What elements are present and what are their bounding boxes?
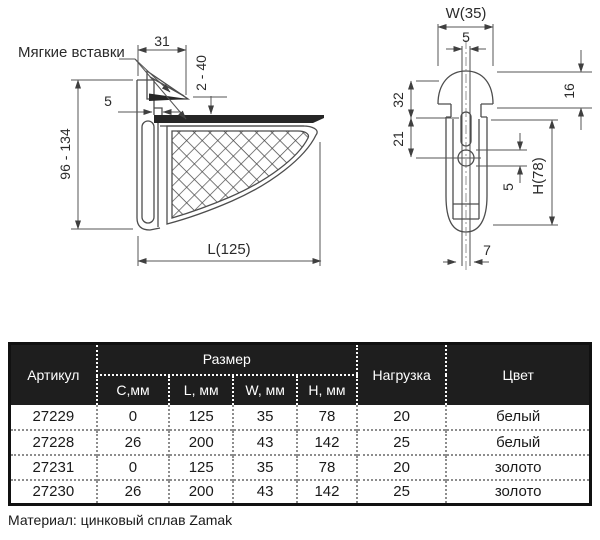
technical-drawing: Мягкие вставки 31 2 - 40 5 96 - 134 L(12… (18, 5, 592, 270)
dim-31-label: 31 (154, 33, 170, 49)
side-view-texts: Мягкие вставки 31 2 - 40 5 96 - 134 L(12… (18, 33, 251, 258)
callout-arrow-lower (134, 58, 187, 120)
table-row: 27231 0 125 35 78 20 золото (9, 453, 591, 480)
callout-arrow-upper (134, 58, 171, 93)
cell-c: 26 (95, 478, 170, 505)
dim-5-top-label: 5 (462, 29, 470, 45)
cell-article: 27228 (9, 428, 97, 455)
cell-h: 78 (296, 404, 357, 430)
cell-l: 200 (168, 478, 234, 505)
dim-7-label: 7 (483, 242, 491, 258)
spec-table-header: Артикул Размер Нагрузка Цвет C,мм L, мм … (9, 343, 591, 405)
upper-jaw-inner-line (149, 76, 185, 97)
dim-96-134-ext (71, 79, 133, 230)
pin-dome (437, 70, 494, 105)
pin-body-outline (445, 117, 488, 233)
material-note: Материал: цинковый сплав Zamak (8, 512, 233, 528)
cell-c: 0 (95, 453, 170, 480)
cell-color: золото (445, 453, 591, 480)
cell-color: золото (445, 478, 591, 505)
gusset-outline (166, 125, 318, 225)
col-header-c: C,мм (95, 374, 170, 405)
soft-insert-upper (149, 93, 188, 101)
cell-color: белый (445, 404, 591, 430)
dim-L-ext (137, 142, 321, 266)
col-header-color: Цвет (445, 343, 591, 405)
dim-16-ext (497, 71, 592, 109)
cell-color: белый (445, 428, 591, 455)
dim-5-left-label: 5 (104, 93, 112, 109)
col-header-size-group: Размер (95, 343, 357, 376)
pin-body-inner-lines (452, 119, 480, 220)
front-view-texts: W(35) 5 32 21 16 H(78) 5 7 (390, 5, 577, 258)
cell-l: 125 (168, 404, 234, 430)
table-row: 27228 26 200 43 142 25 белый (9, 428, 591, 455)
cell-article: 27231 (9, 453, 97, 480)
cell-l: 200 (168, 428, 234, 455)
cell-load: 25 (355, 478, 447, 505)
cell-h: 142 (296, 478, 357, 505)
table-row: 27229 0 125 35 78 20 белый (9, 404, 591, 430)
col-header-l: L, мм (168, 374, 234, 405)
cell-load: 20 (355, 453, 447, 480)
dim-H-label: H(78) (530, 157, 547, 195)
dim-21-label: 21 (390, 131, 406, 147)
cell-l: 125 (168, 453, 234, 480)
cell-load: 20 (355, 404, 447, 430)
col-header-article: Артикул (9, 343, 97, 405)
spec-table: Артикул Размер Нагрузка Цвет C,мм L, мм … (8, 342, 592, 506)
dim-96-134-label: 96 - 134 (57, 128, 73, 180)
dim-L-label: L(125) (207, 241, 250, 258)
dim-31-ext (137, 45, 187, 95)
cell-h: 78 (296, 453, 357, 480)
cell-h: 142 (296, 428, 357, 455)
col-header-h: H, мм (296, 374, 357, 405)
col-header-load: Нагрузка (355, 343, 447, 405)
cell-w: 43 (232, 428, 298, 455)
soft-inserts-label: Мягкие вставки (18, 44, 125, 61)
cell-w: 43 (232, 478, 298, 505)
dim-W-ext (437, 24, 494, 66)
dim-32-ext (416, 80, 459, 119)
dim-2-40-label: 2 - 40 (193, 55, 209, 91)
pin-neck (446, 104, 487, 118)
front-view-drawing (437, 40, 494, 270)
cell-c: 0 (95, 404, 170, 430)
dim-32-label: 32 (390, 92, 406, 108)
dim-W-label: W(35) (446, 5, 487, 22)
cell-w: 35 (232, 453, 298, 480)
cell-load: 25 (355, 428, 447, 455)
dim-5-right-label: 5 (500, 183, 516, 191)
cell-c: 26 (95, 428, 170, 455)
wall-plate-inner-outline (141, 120, 155, 224)
side-view-drawing (136, 69, 324, 231)
shelf-arm-strip (154, 115, 324, 123)
table-row: 27230 26 200 43 142 25 золото (9, 478, 591, 505)
col-header-w: W, мм (232, 374, 298, 405)
dim-H-ext (491, 119, 558, 226)
side-view-dimensions (71, 45, 322, 266)
wall-plate-outline (136, 80, 161, 231)
dim-16-label: 16 (561, 83, 577, 99)
cell-article: 27229 (9, 404, 97, 430)
dim-5-right-ext (476, 149, 527, 167)
cell-article: 27230 (9, 478, 97, 505)
cell-w: 35 (232, 404, 298, 430)
gusset-lattice (171, 130, 310, 219)
pin-slit-lines (461, 46, 471, 266)
pin-slot (460, 111, 472, 147)
front-view-dimensions (408, 24, 592, 265)
